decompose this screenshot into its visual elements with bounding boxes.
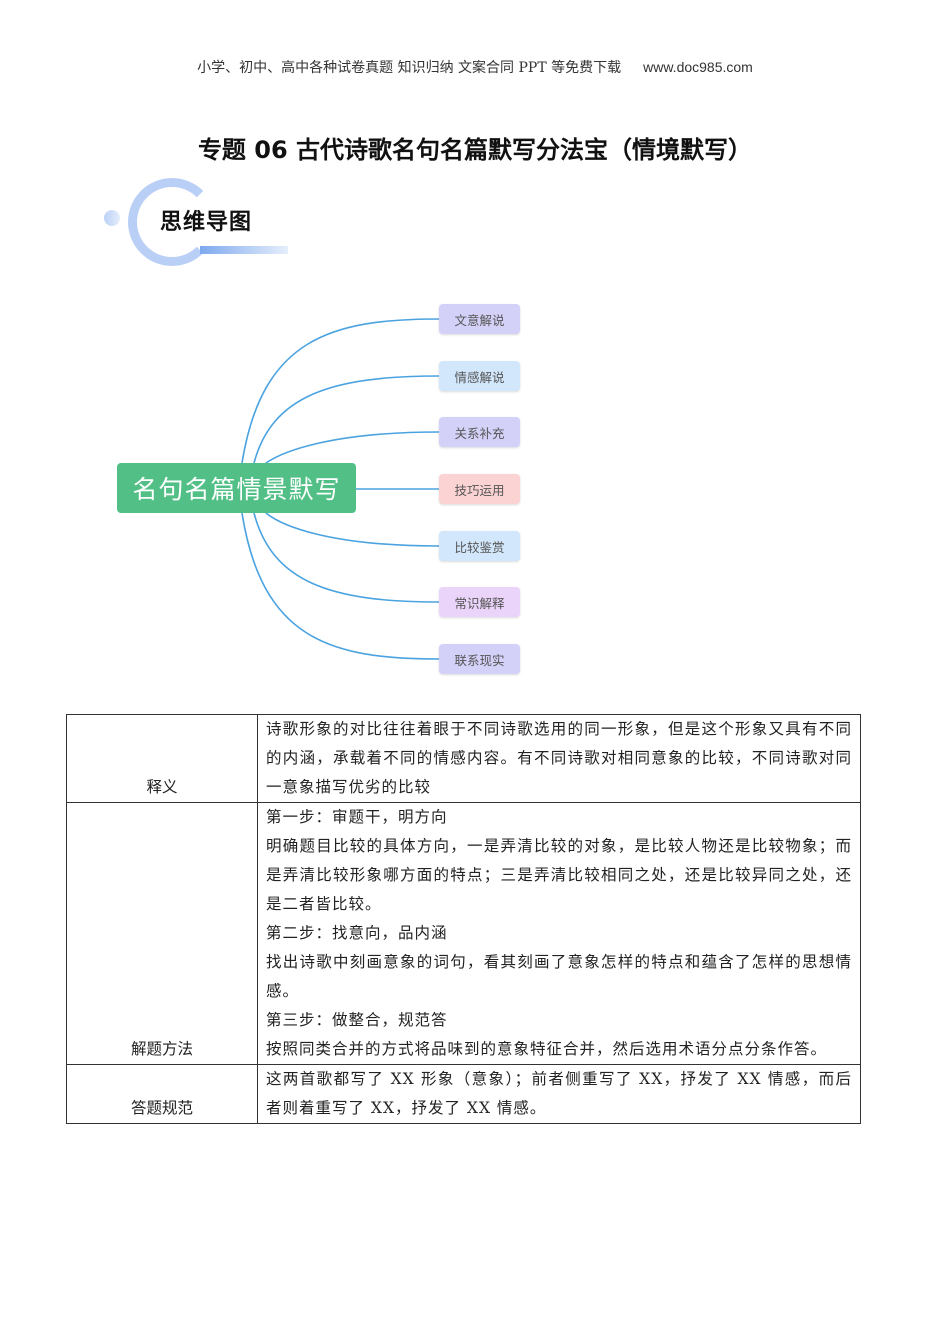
row-label: 解题方法: [66, 802, 258, 1065]
table-row: 答题规范这两首歌都写了 XX 形象（意象）；前者侧重写了 XX，抒发了 XX 情…: [66, 1064, 861, 1124]
paragraph: 第二步：找意向，品内涵: [266, 924, 448, 942]
decor-dot-icon: [104, 210, 120, 226]
branch-line: [241, 512, 440, 660]
branch-line: [265, 512, 440, 547]
paragraph: 这两首歌都写了 XX 形象（意象）；前者侧重写了 XX，抒发了 XX 情感，而后…: [266, 1070, 852, 1117]
table-row: 释义诗歌形象的对比往往着眼于不同诗歌选用的同一形象，但是这个形象又具有不同的内涵…: [66, 714, 861, 803]
section-title: 思维导图: [160, 210, 253, 235]
decor-ring-icon: [128, 178, 216, 266]
row-label: 释义: [66, 714, 258, 803]
branch-line: [253, 375, 440, 464]
decor-bar: [200, 246, 288, 254]
paragraph: 第一步：审题干，明方向: [266, 808, 448, 826]
mindmap-node: 联系现实: [439, 644, 520, 674]
paragraph: 按照同类合并的方式将品味到的意象特征合并，然后选用术语分点分条作答。: [266, 1040, 828, 1058]
section-heading: 思维导图: [100, 178, 300, 266]
mindmap-node: 常识解释: [439, 587, 520, 617]
mindmap-node: 情感解说: [439, 361, 520, 391]
mindmap-branches: [241, 318, 440, 660]
paragraph: 找出诗歌中刻画意象的词句，看其刻画了意象怎样的特点和蕴含了怎样的思想情感。: [266, 953, 852, 1000]
mindmap-center: 名句名篇情景默写: [117, 463, 356, 513]
header-text: 小学、初中、高中各种试卷真题 知识归纳 文案合同 PPT 等免费下载: [197, 60, 622, 76]
mindmap-node: 技巧运用: [439, 474, 520, 504]
branch-line: [241, 318, 440, 464]
table-row: 解题方法第一步：审题干，明方向明确题目比较的具体方向，一是弄清比较的对象，是比较…: [66, 802, 861, 1065]
page-title: 专题 06 古代诗歌名句名篇默写分法宝（情境默写）: [197, 136, 753, 164]
row-content: 诗歌形象的对比往往着眼于不同诗歌选用的同一形象，但是这个形象又具有不同的内涵，承…: [257, 714, 861, 803]
row-label: 答题规范: [66, 1064, 258, 1124]
header-url[interactable]: www.doc985.com: [643, 59, 753, 75]
row-content: 这两首歌都写了 XX 形象（意象）；前者侧重写了 XX，抒发了 XX 情感，而后…: [257, 1064, 861, 1124]
branch-line: [253, 512, 440, 603]
page-header: 小学、初中、高中各种试卷真题 知识归纳 文案合同 PPT 等免费下载 www.do…: [0, 57, 950, 77]
mindmap-node: 关系补充: [439, 417, 520, 447]
row-content: 第一步：审题干，明方向明确题目比较的具体方向，一是弄清比较的对象，是比较人物还是…: [257, 802, 861, 1065]
branch-line: [265, 431, 440, 464]
paragraph: 明确题目比较的具体方向，一是弄清比较的对象，是比较人物还是比较物象；而是弄清比较…: [266, 837, 852, 913]
paragraph: 诗歌形象的对比往往着眼于不同诗歌选用的同一形象，但是这个形象又具有不同的内涵，承…: [266, 720, 852, 796]
method-table: 释义诗歌形象的对比往往着眼于不同诗歌选用的同一形象，但是这个形象又具有不同的内涵…: [66, 714, 861, 1124]
paragraph: 第三步：做整合，规范答: [266, 1011, 448, 1029]
mindmap-node: 文意解说: [439, 304, 520, 334]
mindmap-node: 比较鉴赏: [439, 531, 520, 561]
